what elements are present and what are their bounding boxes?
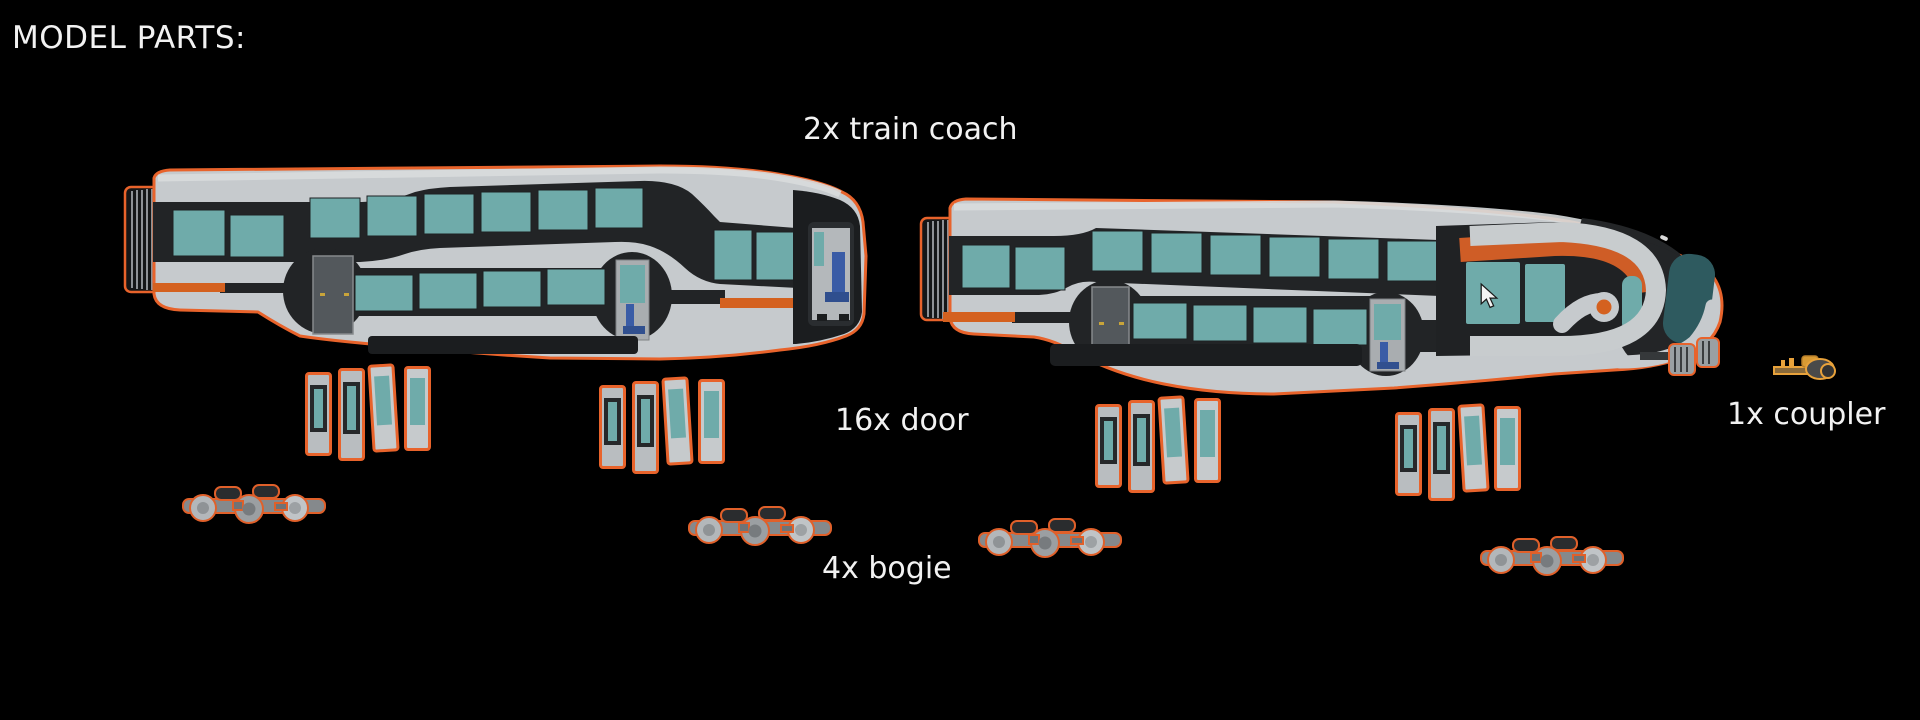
door-part[interactable] bbox=[1157, 395, 1190, 485]
label-bogie-count: 4x bogie bbox=[822, 551, 952, 586]
cab-front bbox=[1436, 218, 1720, 376]
coach-windows-upper bbox=[172, 187, 795, 281]
glass-door bbox=[615, 259, 650, 341]
bogie-part[interactable] bbox=[1477, 533, 1627, 579]
label-coupler-count: 1x coupler bbox=[1727, 397, 1886, 432]
door-part[interactable] bbox=[698, 379, 725, 464]
mouse-cursor-icon bbox=[1480, 282, 1499, 309]
bogie-part[interactable] bbox=[975, 515, 1125, 561]
coupler-part[interactable] bbox=[1772, 350, 1844, 384]
door-part[interactable] bbox=[305, 372, 332, 456]
coach-end-face bbox=[793, 190, 862, 344]
coach-windows-lower bbox=[1132, 302, 1368, 346]
bogie-part[interactable] bbox=[179, 481, 329, 527]
door-part[interactable] bbox=[1128, 400, 1155, 493]
accent-stripe bbox=[153, 283, 225, 292]
door-part[interactable] bbox=[1095, 404, 1122, 488]
coach-windows-upper bbox=[961, 230, 1439, 291]
accent-stripe bbox=[720, 298, 796, 308]
door-group bbox=[599, 376, 729, 479]
door-group bbox=[1395, 403, 1525, 506]
door-part[interactable] bbox=[1194, 398, 1221, 483]
label-door-count: 16x door bbox=[835, 403, 969, 438]
door-group bbox=[305, 363, 435, 466]
door-part[interactable] bbox=[404, 366, 431, 451]
door-part[interactable] bbox=[338, 368, 365, 461]
door-part[interactable] bbox=[367, 363, 400, 453]
coach-windows-lower bbox=[354, 268, 606, 312]
accent-stripe bbox=[943, 312, 1015, 322]
door-group bbox=[1095, 395, 1225, 498]
door-part[interactable] bbox=[1494, 406, 1521, 491]
train-coach-cab[interactable] bbox=[914, 194, 1730, 398]
door-part[interactable] bbox=[599, 385, 626, 469]
door-part[interactable] bbox=[1395, 412, 1422, 496]
glass-door bbox=[1369, 298, 1406, 372]
label-train-coach-count: 2x train coach bbox=[803, 112, 1018, 147]
headlight bbox=[1596, 299, 1612, 315]
door-part[interactable] bbox=[661, 376, 694, 466]
page-title: MODEL PARTS: bbox=[12, 20, 246, 56]
door-part[interactable] bbox=[632, 381, 659, 474]
door-part[interactable] bbox=[1457, 403, 1490, 493]
train-coach-left[interactable] bbox=[120, 164, 868, 364]
door-part[interactable] bbox=[1428, 408, 1455, 501]
bogie-part[interactable] bbox=[685, 503, 835, 549]
